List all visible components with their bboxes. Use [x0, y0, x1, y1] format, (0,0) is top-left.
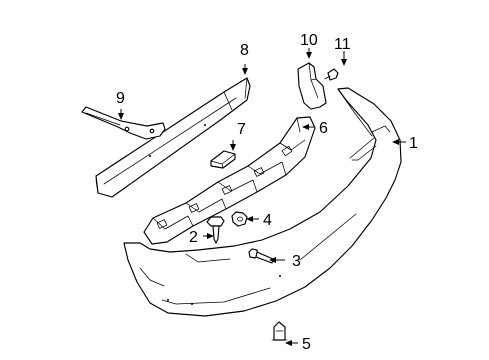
retainer-part	[271, 321, 288, 341]
callout-2: 2	[189, 229, 214, 246]
callout-label-5: 5	[302, 336, 311, 353]
callout-label-1: 1	[409, 135, 418, 152]
callout-8: 8	[240, 42, 249, 75]
pad-part	[210, 150, 236, 169]
callout-label-8: 8	[240, 42, 249, 59]
callout-label-6: 6	[319, 120, 328, 137]
push-clip-part	[206, 216, 225, 244]
callout-5: 5	[285, 336, 311, 353]
bumper-cover-part	[123, 87, 402, 317]
callout-3: 3	[269, 253, 301, 270]
energy-absorber-part	[143, 116, 316, 245]
callout-label-10: 10	[300, 32, 318, 49]
callout-1: 1	[392, 135, 418, 152]
callout-label-4: 4	[263, 212, 272, 229]
callout-7: 7	[230, 121, 246, 151]
reinforcement-beam-part	[95, 77, 251, 198]
callout-label-11: 11	[334, 36, 351, 53]
callout-9: 9	[116, 90, 125, 120]
callout-label-7: 7	[237, 121, 246, 138]
callout-label-2: 2	[189, 229, 198, 246]
bracket-part	[81, 106, 166, 140]
callout-10: 10	[300, 32, 318, 59]
callout-4: 4	[246, 212, 272, 229]
callout-label-9: 9	[116, 90, 125, 107]
nut-part	[231, 211, 248, 227]
callout-label-3: 3	[292, 253, 301, 270]
side-bracket-part	[297, 62, 327, 110]
callout-11: 11	[334, 36, 351, 66]
bolt-part	[324, 68, 339, 81]
fastener-part	[248, 248, 274, 264]
callout-6: 6	[302, 120, 328, 137]
